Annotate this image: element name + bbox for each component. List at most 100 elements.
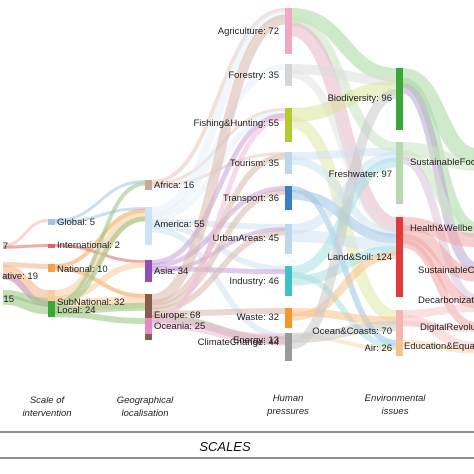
- flow-link-subnational-america: [54, 210, 146, 300]
- node-bar-africa: [145, 180, 152, 190]
- col-label-scale-1: Scale of: [30, 395, 66, 406]
- flow-link-n15-local: [2, 294, 49, 315]
- node-label-fishing: Fishing&Hunting: 55: [193, 118, 279, 129]
- flow-link-oceancoasts-education: [402, 314, 474, 352]
- node-bar-landsoil: [396, 217, 403, 297]
- node-label-energy: Energy: 13: [233, 335, 279, 346]
- flow-link-n7-global: [2, 219, 49, 247]
- flow-link-ative-national: [2, 262, 49, 269]
- flow-link-ative-subnational: [2, 265, 49, 304]
- node-label-health: Health&Wellbe: [410, 223, 473, 234]
- node-label-landsoil: Land&Soil: 124: [328, 252, 392, 263]
- node-bar-fishing: [285, 108, 292, 142]
- flow-link-global-america: [54, 207, 146, 224]
- flow-link-agriculture-biodiversity: [291, 8, 397, 82]
- node-label-national: National: 10: [57, 264, 108, 275]
- node-bar-freshwater: [396, 142, 403, 204]
- flow-link-landsoil-health: [402, 217, 474, 247]
- flow-link-oceania-energy: [151, 321, 286, 338]
- flow-link-industry-landsoil: [291, 245, 397, 286]
- flow-link-global-africa: [54, 180, 146, 222]
- col-label-scale-2: intervention: [22, 408, 71, 419]
- node-bar-international: [48, 244, 55, 248]
- flow-link-n7-international: [2, 244, 49, 249]
- flow-link-agriculture-landsoil: [290, 22, 398, 231]
- flow-link-fishing-biodiversity: [291, 81, 397, 122]
- node-bar-climate: [285, 333, 292, 361]
- flow-link-n15-subnational: [2, 290, 49, 306]
- flow-link-waste-landsoil: [291, 251, 397, 321]
- flow-link-europe-urban: [151, 229, 286, 314]
- flow-link-freshwater-health: [402, 150, 474, 238]
- node-label-climate: ClimateChange: 44: [198, 337, 279, 348]
- node-label-education: Education&Equa: [404, 341, 474, 352]
- flow-link-urban-freshwater: [291, 151, 397, 234]
- flow-link-biodiversity-sustfood: [401, 68, 474, 164]
- node-bar-industry: [285, 266, 292, 296]
- node-label-transport: Transport: 36: [223, 193, 279, 204]
- node-label-industry: Industry: 46: [229, 276, 279, 287]
- node-label-air: Air: 26: [365, 343, 392, 354]
- node-label-local: Local: 24: [57, 305, 96, 316]
- node-bar-tourism: [285, 152, 292, 174]
- col-label-pressure-2: pressures: [266, 406, 309, 417]
- node-bar-air: [396, 340, 403, 356]
- node-bar-urban: [285, 224, 292, 254]
- flow-link-tourism-freshwater: [291, 147, 397, 160]
- node-label-america: America: 55: [154, 219, 205, 230]
- node-label-oceancoasts: Ocean&Coasts: 70: [312, 326, 392, 337]
- flow-link-europe-tourism: [151, 153, 286, 306]
- flow-link-europe-transport: [151, 188, 286, 310]
- node-label-freshwater: Freshwater: 97: [329, 169, 392, 180]
- node-bar-europe: [145, 294, 152, 340]
- node-label-decarb: Decarbonizat: [418, 295, 474, 306]
- flow-link-climate-biodiversity: [290, 88, 398, 349]
- col-label-issues-2: issues: [382, 406, 409, 417]
- node-label-europe: Europe: 68: [154, 310, 200, 321]
- flow-link-landsoil-decarb: [402, 233, 474, 309]
- flow-link-landsoil-sustcities: [402, 225, 474, 282]
- col-label-pressure-1: Human: [273, 393, 304, 404]
- scales-label: SCALES: [199, 439, 251, 454]
- flow-link-america-climate: [151, 226, 286, 339]
- flow-link-biodiversity-sustcities: [401, 83, 474, 272]
- node-bar-america: [145, 207, 152, 245]
- flow-link-local-america: [54, 216, 146, 309]
- col-label-issues-1: Environmental: [365, 393, 427, 404]
- col-label-geo-2: localisation: [122, 408, 169, 419]
- node-label-urban: UrbanAreas: 45: [212, 233, 279, 244]
- flow-link-oceania-fishing: [151, 115, 286, 323]
- node-label-global: Global: 5: [57, 217, 95, 228]
- flow-link-america-agriculture: [151, 10, 286, 215]
- node-bar-agriculture: [285, 8, 292, 54]
- node-label-subnational: SubNational: 32: [57, 297, 125, 308]
- flow-link-freshwater-sustfood: [402, 142, 474, 171]
- node-bar-forestry: [285, 64, 292, 86]
- node-label-forestry: Forestry: 35: [228, 70, 279, 81]
- col-label-geo-1: Geographical: [117, 395, 174, 406]
- node-bar-national: [48, 264, 55, 272]
- flow-link-oceancoasts-digital: [402, 320, 474, 333]
- node-label-waste: Waste: 32: [237, 312, 279, 323]
- flow-link-local-africa: [54, 181, 146, 305]
- node-label-oceania: Oceania: 25: [154, 321, 205, 332]
- node-label-agriculture: Agriculture: 72: [218, 26, 279, 37]
- node-bar-transport: [285, 186, 292, 210]
- node-label-biodiversity: Biodiversity: 96: [328, 93, 392, 104]
- node-bar-local: [48, 301, 55, 317]
- flow-nodes: [48, 8, 403, 361]
- node-label-africa: Africa: 16: [154, 180, 194, 191]
- node-label-sustcities: SustainableCi: [418, 265, 474, 276]
- node-label-digital: DigitalRevolu: [420, 322, 474, 333]
- node-label-sustfood: SustainableFoo: [410, 157, 474, 168]
- node-bar-biodiversity: [396, 68, 403, 130]
- flow-link-air-education: [402, 340, 474, 354]
- flow-link-forestry-biodiversity: [291, 64, 397, 86]
- flow-link-oceania-climate: [151, 323, 286, 346]
- node-bar-asia: [145, 260, 152, 282]
- flow-link-asia-fishing: [151, 112, 286, 265]
- node-bar-oceania: [145, 318, 152, 334]
